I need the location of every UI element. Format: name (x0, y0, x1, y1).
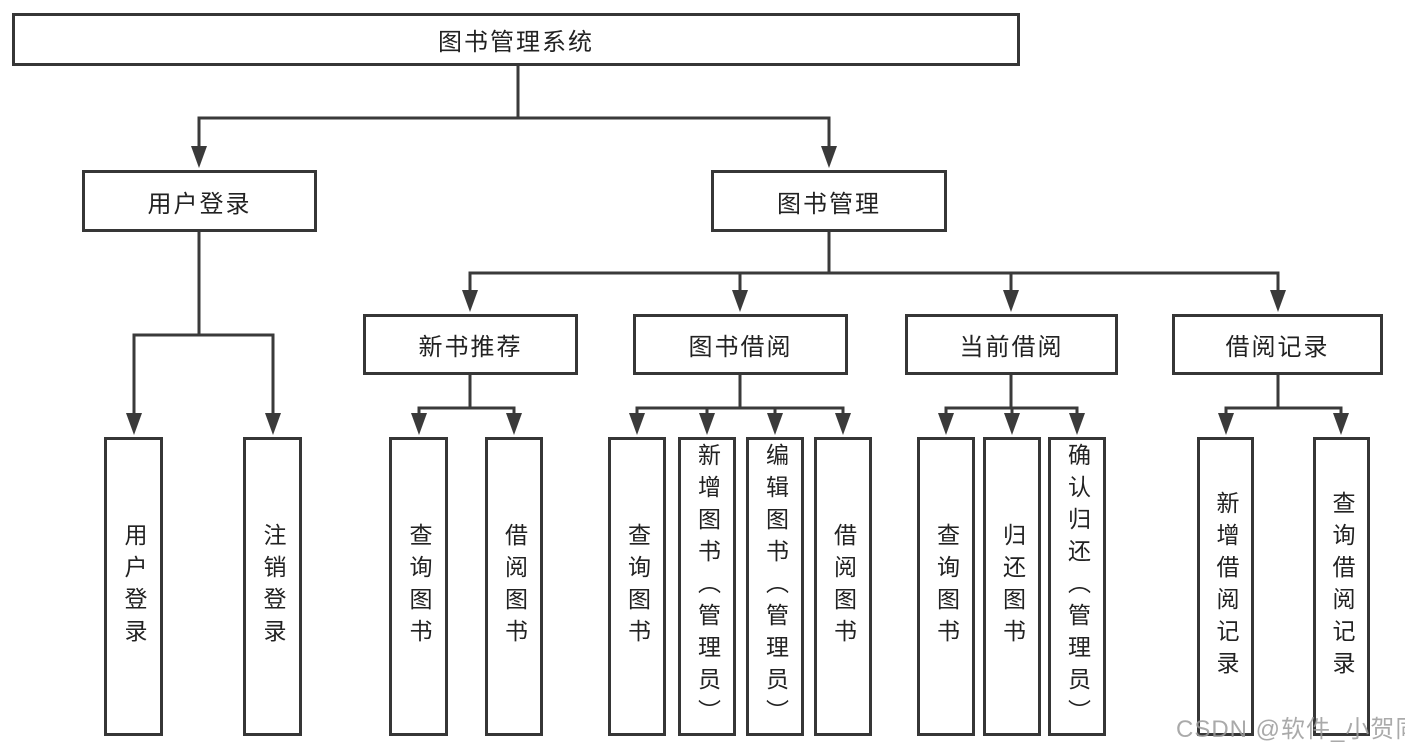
leaf-query-books-2: 查询图书 (608, 437, 666, 736)
leaf-add-book-admin: 新增图书（管理员） (678, 437, 736, 736)
node-label: 图书管理 (777, 190, 881, 218)
leaf-label: 注销登录 (260, 522, 286, 651)
leaf-add-borrow-record: 新增借阅记录 (1197, 437, 1254, 736)
leaf-label: 借阅图书 (830, 522, 857, 651)
node-label: 当前借阅 (959, 334, 1064, 361)
leaf-query-books-3: 查询图书 (917, 437, 975, 736)
node-label: 借阅记录 (1225, 334, 1330, 361)
node-borrowing-records: 借阅记录 (1172, 314, 1383, 375)
node-label: 用户登录 (147, 190, 252, 218)
node-new-book-recommend: 新书推荐 (363, 314, 578, 375)
node-book-management: 图书管理 (711, 170, 947, 232)
leaf-label: 查询借阅记录 (1329, 490, 1355, 683)
leaf-label: 查询图书 (406, 522, 432, 651)
leaf-label: 新增借阅记录 (1213, 490, 1239, 683)
leaf-query-borrow-record: 查询借阅记录 (1313, 437, 1370, 736)
leaf-return-book: 归还图书 (983, 437, 1041, 736)
leaf-user-login: 用户登录 (104, 437, 163, 736)
leaf-label: 借阅图书 (501, 522, 528, 651)
leaf-label: 用户登录 (121, 522, 147, 651)
node-library-management-system: 图书管理系统 (12, 13, 1020, 66)
node-label: 图书借阅 (688, 334, 793, 361)
leaf-label: 确认归还（管理员） (1064, 442, 1091, 731)
leaf-label: 归还图书 (999, 522, 1026, 651)
node-label: 新书推荐 (418, 334, 523, 361)
node-book-borrowing: 图书借阅 (633, 314, 848, 375)
leaf-confirm-return-admin: 确认归还（管理员） (1048, 437, 1106, 736)
arrowhead-icons (126, 146, 1349, 435)
csdn-watermark: CSDN @软件_小贺同学 (1176, 716, 1405, 743)
leaf-borrow-books-2: 借阅图书 (814, 437, 872, 736)
leaf-edit-book-admin: 编辑图书（管理员） (746, 437, 804, 736)
leaf-label: 查询图书 (624, 522, 651, 651)
leaf-label: 查询图书 (933, 522, 960, 651)
leaf-label: 编辑图书（管理员） (762, 442, 789, 731)
node-user-login: 用户登录 (82, 170, 317, 232)
leaf-borrow-books-1: 借阅图书 (485, 437, 543, 736)
node-label: 图书管理系统 (438, 29, 594, 56)
leaf-logout: 注销登录 (243, 437, 302, 736)
node-current-borrowing: 当前借阅 (905, 314, 1118, 375)
leaf-label: 新增图书（管理员） (694, 442, 721, 731)
leaf-query-books-1: 查询图书 (389, 437, 448, 736)
